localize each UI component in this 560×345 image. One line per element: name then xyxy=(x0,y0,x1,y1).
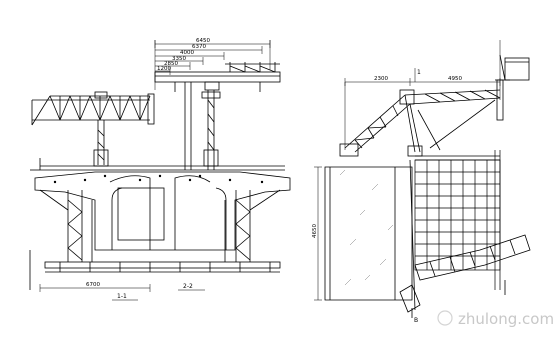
left-view xyxy=(29,40,291,301)
main-beam xyxy=(30,158,285,171)
bolt-dots xyxy=(53,174,264,184)
dim-4000: 4000 xyxy=(180,50,194,56)
dim-2300: 2300 xyxy=(374,76,388,82)
dim-3350: 3350 xyxy=(172,56,186,62)
section-label-top: 1 xyxy=(417,69,421,76)
lower-bracket xyxy=(399,234,531,318)
caption-section-2-2: 2-2 xyxy=(183,283,193,290)
hanger-columns xyxy=(93,82,221,170)
box-girder xyxy=(34,171,291,251)
section-label-bottom: B xyxy=(414,317,418,324)
right-left-dimension xyxy=(314,166,322,301)
right-view xyxy=(314,40,531,318)
dim-4650: 4650 xyxy=(312,224,318,238)
dim-1200: 1200 xyxy=(157,66,171,72)
caption-section-1-1: 1-1 xyxy=(117,293,127,300)
left-web-truss xyxy=(39,189,93,262)
dim-2850: 2850 xyxy=(164,61,178,67)
dim-6450: 6450 xyxy=(196,38,210,44)
left-truss xyxy=(31,91,155,126)
dim-6700: 6700 xyxy=(86,282,100,288)
rear-anchor xyxy=(495,54,530,121)
upper-platform xyxy=(154,62,281,92)
bottom-platform xyxy=(29,250,281,290)
watermark: zhulong.com xyxy=(437,310,554,328)
formwork-grid xyxy=(414,150,501,290)
concrete-hatch xyxy=(339,169,394,286)
right-web-truss xyxy=(224,189,281,262)
inclined-main-truss xyxy=(339,89,501,157)
dim-4950: 4950 xyxy=(448,76,462,82)
dim-6370: 6370 xyxy=(192,44,206,50)
bottom-dimension-line xyxy=(39,284,205,301)
concrete-segment xyxy=(324,159,416,311)
watermark-text: zhulong.com xyxy=(458,310,554,328)
